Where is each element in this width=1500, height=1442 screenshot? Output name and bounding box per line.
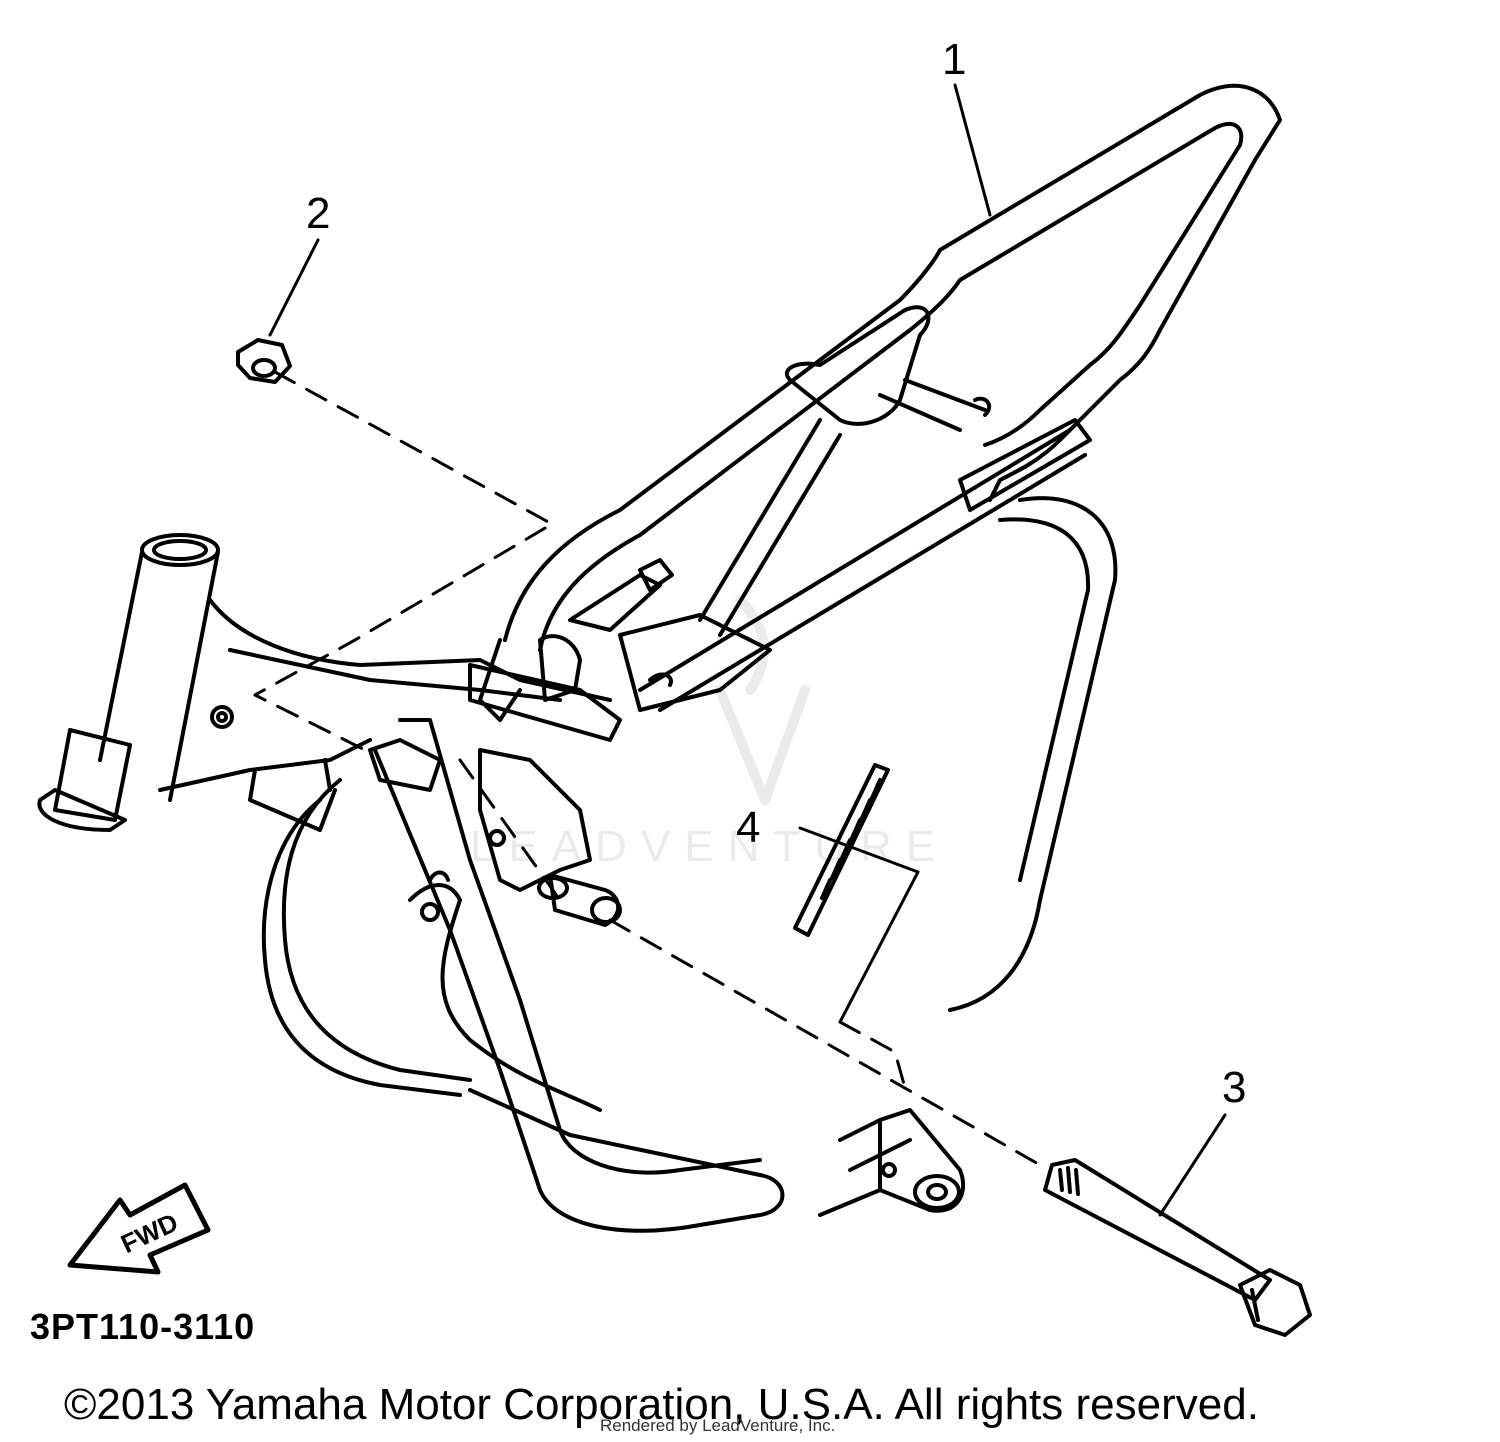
lower-cradle: [261, 718, 966, 1233]
rod-part-4: [793, 763, 890, 937]
copyright-notice: ©2013 Yamaha Motor Corporation, U.S.A. A…: [64, 1380, 1259, 1429]
bolt-part-3: [1043, 1158, 1312, 1337]
diagram-code: 3PT110-3110: [30, 1306, 256, 1347]
fwd-arrow-icon: [67, 1182, 211, 1275]
rendered-by-notice: Rendered by LeadVenture, Inc.: [600, 1416, 836, 1435]
watermark-logo: [715, 595, 810, 805]
leader-lines: [268, 83, 1227, 1217]
assembly-lines: [253, 370, 1042, 1167]
main-frame: [37, 533, 772, 832]
nut-part-2: [236, 338, 292, 384]
part-label-4: 4: [736, 803, 761, 852]
rear-frame-loop: [503, 84, 1282, 1012]
part-label-3: 3: [1222, 1063, 1247, 1112]
part-label-2: 2: [306, 189, 331, 238]
watermark-text: LEADVENTURE: [470, 822, 950, 871]
part-label-1: 1: [942, 35, 967, 84]
